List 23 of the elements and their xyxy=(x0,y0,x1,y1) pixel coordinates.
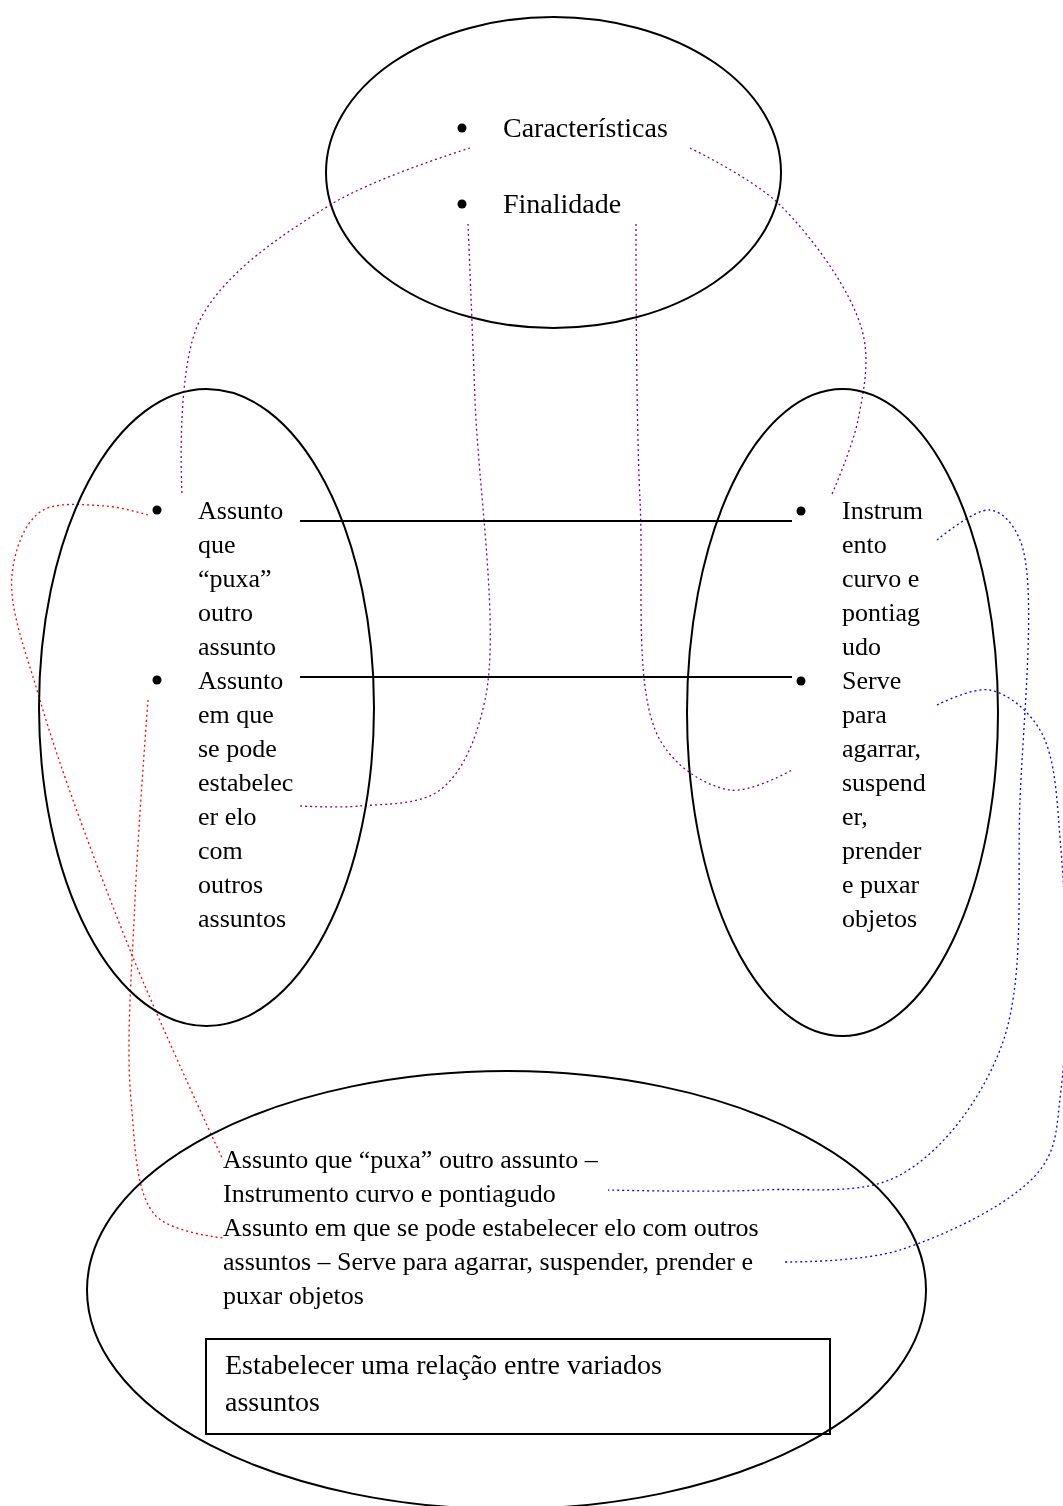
bullet-item-text: Assunto que “puxa” outro assunto xyxy=(198,495,285,663)
bullet-item-text: Assunto em que se pode estabelecer elo com outros assuntos xyxy=(198,665,295,935)
dotted-connector xyxy=(128,699,224,1239)
oval-group xyxy=(325,16,782,329)
box-text: Estabelecer uma relação entre variados assuntos xyxy=(225,1348,663,1419)
bullet-item-text: Serve para agarrar, suspender, prender e puxar objetos xyxy=(842,665,927,935)
connector-line xyxy=(299,520,793,522)
oval-group xyxy=(686,388,999,1037)
dotted-connector xyxy=(607,509,1030,1192)
oval-group xyxy=(38,388,375,1027)
dotted-connector xyxy=(782,688,1063,1263)
connector-line xyxy=(299,676,793,678)
summary-text: Assunto em que se pode estabelecer elo com outros assuntos – Serve para agarrar, suspender, prender e puxar objetos xyxy=(223,1212,760,1312)
bullet-item-text: Instrumento curvo e pontiagudo xyxy=(842,495,924,663)
bullet-item-text: Características xyxy=(503,111,669,145)
oval-group xyxy=(86,1070,927,1506)
dotted-connector xyxy=(180,147,471,495)
dotted-connector xyxy=(689,147,867,495)
text-box xyxy=(205,1338,831,1435)
bullet-item-text: Finalidade xyxy=(503,187,623,221)
dotted-connector xyxy=(635,223,793,791)
dotted-connector xyxy=(299,223,491,808)
summary-text: Assunto que “puxa” outro assunto – Instrumento curvo e pontiagudo xyxy=(223,1144,599,1210)
